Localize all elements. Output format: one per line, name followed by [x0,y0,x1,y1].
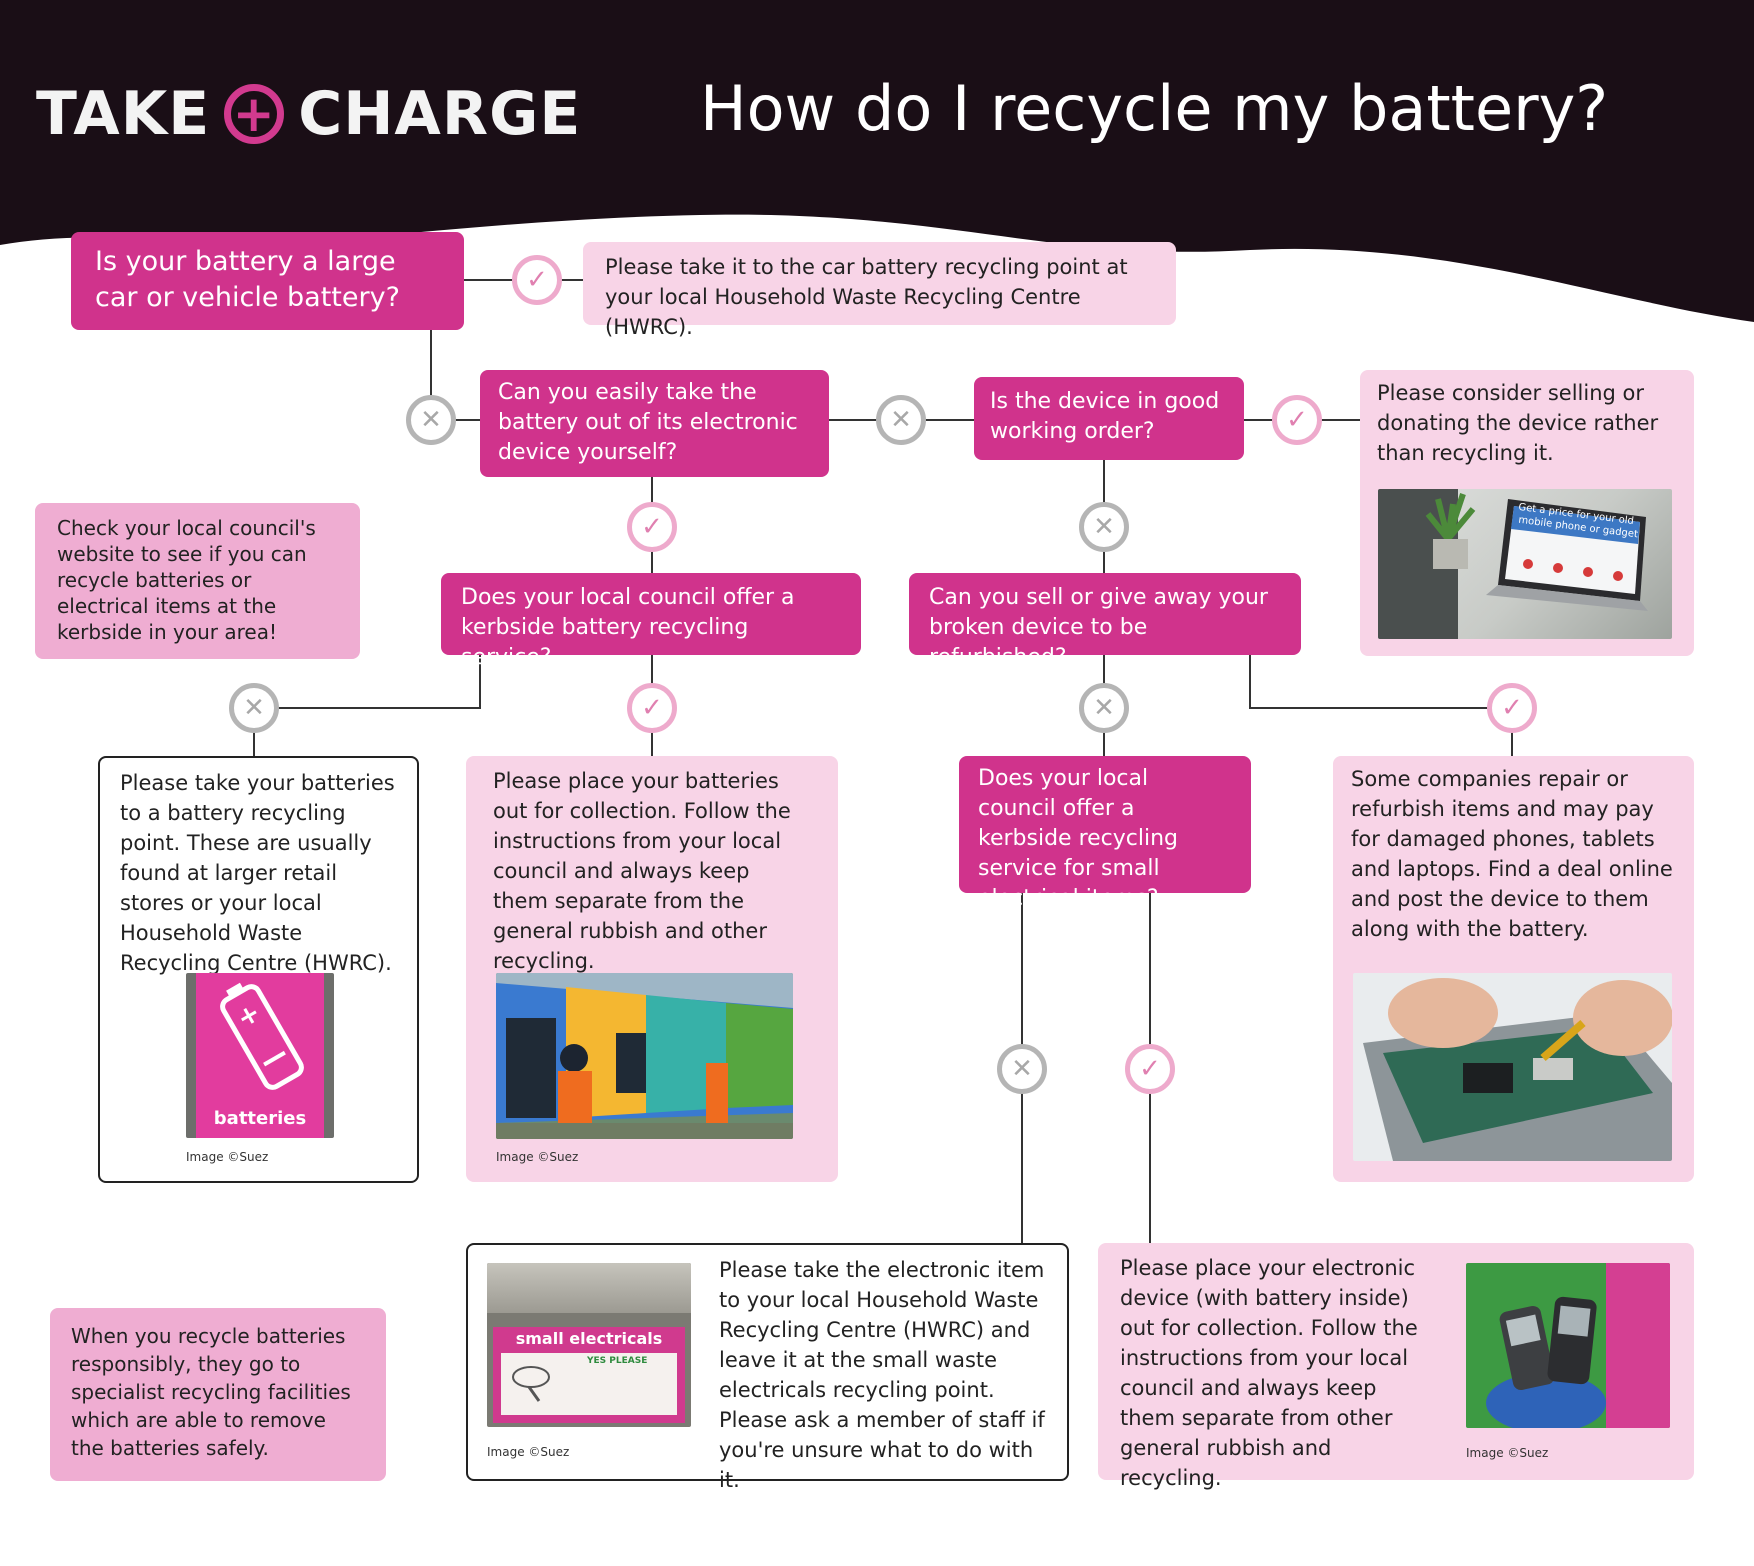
question-kerbside-electricals-service: Does your local council offer a kerbside… [959,756,1251,911]
answer-sell-donate-text: Please consider selling or donating the … [1377,381,1659,465]
x-circle-icon: ✕ [1079,683,1129,733]
question-sell-broken-device: Can you sell or give away your broken de… [909,573,1301,670]
x-circle-icon: ✕ [229,683,279,733]
mobile-phones-photo [1466,1263,1670,1428]
laptop-photo: Get a price for your old mobile phone or… [1378,489,1672,639]
tip-specialist-facilities-text: When you recycle batteries responsibly, … [71,1324,351,1460]
answer-battery-recycling-point-text: Please take your batteries to a battery … [120,771,395,975]
answer-hwrc-small-electricals-text: Please take the electronic item to your … [719,1258,1045,1492]
question-car-battery-text: Is your battery a large car or vehicle b… [95,246,400,313]
check-circle-icon: ✓ [627,683,677,733]
small-electricals-bin-photo: small electricals YES PLEASE [487,1263,691,1427]
answer-car-battery-hwrc-text: Please take it to the car battery recycl… [605,255,1128,339]
hairdryer-icon [512,1366,550,1402]
battery-bin-label: batteries [213,1108,307,1129]
answer-battery-recycling-point: Please take your batteries to a battery … [98,756,419,1183]
small-electricals-yes-please: YES PLEASE [587,1356,648,1366]
question-good-working-order: Is the device in good working order? [974,377,1244,460]
question-good-working-order-text: Is the device in good working order? [990,389,1220,444]
logo-word-charge: CHARGE [298,79,582,149]
question-kerbside-battery-service: Does your local council offer a kerbside… [441,573,861,670]
battery-icon [220,982,304,1090]
image-credit: Image ©Suez [186,1150,269,1164]
question-kerbside-electricals-service-text: Does your local council offer a kerbside… [978,766,1179,911]
header-background [0,0,1754,322]
x-circle-icon: ✕ [1079,502,1129,552]
question-remove-battery: Can you easily take the battery out of i… [480,370,829,477]
question-sell-broken-device-text: Can you sell or give away your broken de… [929,585,1268,670]
answer-kerbside-electricals-text: Please place your electronic device (wit… [1120,1256,1418,1490]
take-charge-logo: TAKE + CHARGE [36,76,581,152]
phones-illustration [1486,1263,1670,1428]
x-circle-icon: ✕ [406,395,456,445]
question-kerbside-battery-service-text: Does your local council offer a kerbside… [461,585,795,670]
logo-word-take: TAKE [36,79,211,149]
image-credit: Image ©Suez [496,1150,579,1164]
tip-specialist-facilities: When you recycle batteries responsibly, … [50,1308,386,1481]
answer-kerbside-batteries-text: Please place your batteries out for coll… [493,769,791,973]
check-circle-icon: ✓ [1487,683,1537,733]
plus-circle-icon: + [224,84,285,144]
repair-illustration [1363,978,1672,1161]
x-circle-icon: ✕ [997,1044,1047,1094]
x-circle-icon: ✕ [876,395,926,445]
check-circle-icon: ✓ [1125,1044,1175,1094]
repair-circuit-board-photo [1353,973,1672,1161]
small-electricals-sign-text: small electricals [515,1329,663,1348]
check-circle-icon: ✓ [512,255,562,305]
tip-council-website-text: Check your local council's website to se… [57,516,316,644]
collection-truck-photo [496,973,793,1139]
collection-truck-illustration [496,973,793,1139]
laptop-illustration [1378,489,1648,639]
image-credit: Image ©Suez [487,1445,570,1459]
answer-refurbish-companies-text: Some companies repair or refurbish items… [1351,767,1673,941]
check-circle-icon: ✓ [627,502,677,552]
battery-bin-photo: + batteries [186,973,334,1138]
answer-car-battery-hwrc: Please take it to the car battery recycl… [583,242,1176,339]
page-title: How do I recycle my battery? [700,72,1609,145]
question-car-battery: Is your battery a large car or vehicle b… [71,232,464,330]
image-credit: Image ©Suez [1466,1446,1549,1460]
tip-council-website: Check your local council's website to se… [35,503,360,659]
question-remove-battery-text: Can you easily take the battery out of i… [498,380,798,465]
check-circle-icon: ✓ [1272,395,1322,445]
